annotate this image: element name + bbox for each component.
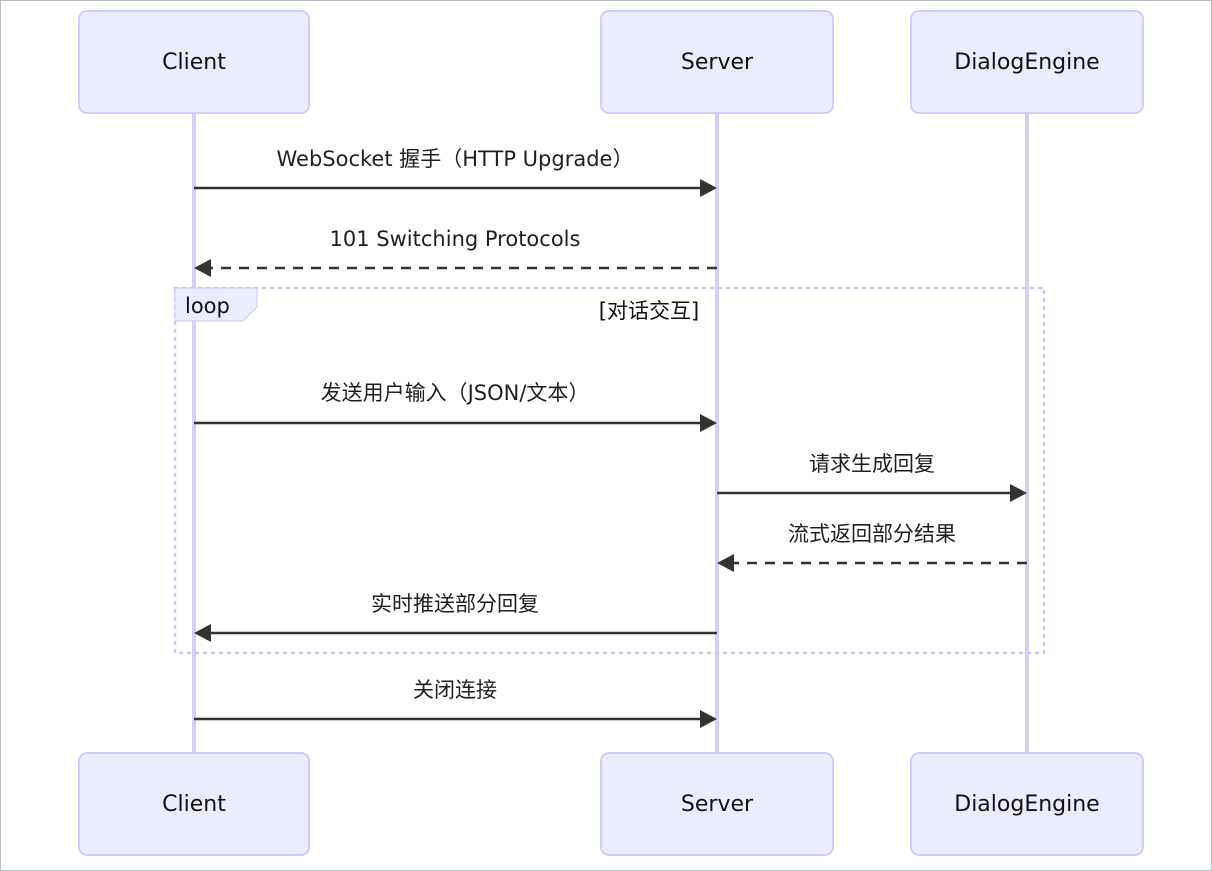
actor-box-client-bottom[interactable] [78, 752, 310, 856]
actor-box-dialogengine-bottom[interactable] [910, 752, 1144, 856]
actor-box-server-top[interactable] [600, 10, 834, 114]
lifelines-group [192, 113, 1029, 753]
loop-frame-border [173, 286, 1046, 655]
message-msg-close-connection: 关闭连接 [194, 678, 717, 728]
actor-dialogengine-bottom[interactable]: DialogEngine [910, 752, 1144, 856]
actor-label-server-bottom: Server [681, 792, 754, 817]
message-msg-request-generate: 请求生成回复 [717, 452, 1027, 502]
actor-label-dialogengine-top: DialogEngine [954, 50, 1099, 75]
loop-condition-label: [对话交互] [599, 299, 699, 323]
message-arrowhead-msg-ws-handshake [700, 179, 717, 197]
actor-dialogengine-top[interactable]: DialogEngine [910, 10, 1144, 114]
message-arrowhead-msg-stream-partial [717, 554, 734, 572]
message-arrowhead-msg-request-generate [1010, 484, 1027, 502]
message-label-msg-request-generate: 请求生成回复 [809, 452, 935, 476]
message-arrowhead-msg-user-input [700, 414, 717, 432]
message-msg-stream-partial: 流式返回部分结果 [717, 522, 1027, 572]
actor-box-server-bottom[interactable] [600, 752, 834, 856]
message-label-msg-close-connection: 关闭连接 [413, 678, 497, 702]
message-label-msg-stream-partial: 流式返回部分结果 [788, 522, 956, 546]
actor-client-bottom[interactable]: Client [78, 752, 310, 856]
messages-group: WebSocket 握手（HTTP Upgrade） 101 Switching … [194, 147, 1027, 728]
actor-box-dialogengine-top[interactable] [910, 10, 1144, 114]
loop-frame: loop [对话交互] [173, 286, 1046, 655]
message-label-msg-push-partial: 实时推送部分回复 [371, 592, 539, 616]
loop-kind-label: loop [185, 294, 230, 318]
actor-client-top[interactable]: Client [78, 10, 310, 114]
message-msg-101-switching: 101 Switching Protocols [194, 227, 717, 277]
message-msg-user-input: 发送用户输入（JSON/文本） [194, 381, 717, 432]
message-arrowhead-msg-101-switching [194, 259, 211, 277]
actor-server-top[interactable]: Server [600, 10, 834, 114]
actor-label-client-bottom: Client [162, 792, 226, 817]
actor-box-client-top[interactable] [78, 10, 310, 114]
actor-label-server-top: Server [681, 50, 754, 75]
message-label-msg-user-input: 发送用户输入（JSON/文本） [321, 381, 590, 405]
message-arrowhead-msg-close-connection [700, 710, 717, 728]
message-msg-ws-handshake: WebSocket 握手（HTTP Upgrade） [194, 147, 717, 197]
actor-server-bottom[interactable]: Server [600, 752, 834, 856]
message-msg-push-partial: 实时推送部分回复 [194, 592, 717, 642]
message-label-msg-ws-handshake: WebSocket 握手（HTTP Upgrade） [277, 147, 634, 171]
actors-group: ClientClientServerServerDialogEngineDial… [78, 10, 1144, 856]
actor-label-dialogengine-bottom: DialogEngine [954, 792, 1099, 817]
loop-label-box [174, 287, 258, 322]
actor-label-client-top: Client [162, 50, 226, 75]
message-arrowhead-msg-push-partial [194, 624, 211, 642]
message-label-msg-101-switching: 101 Switching Protocols [330, 227, 581, 251]
